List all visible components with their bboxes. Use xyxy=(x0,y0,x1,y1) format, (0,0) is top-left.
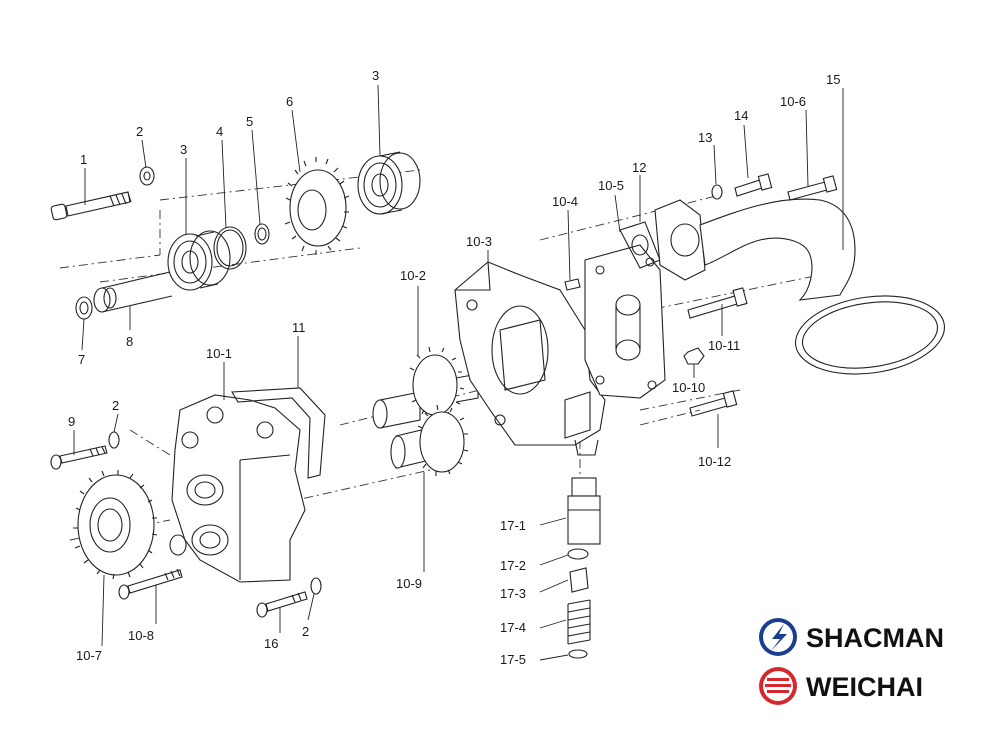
part-11-gasket xyxy=(231,387,326,479)
callout-6: 6 xyxy=(286,94,293,109)
shacman-logo-icon xyxy=(759,618,797,656)
part-17-4-spring xyxy=(567,599,591,645)
part-14-bolt xyxy=(734,173,773,197)
callout-5: 5 xyxy=(246,114,253,129)
callout-12: 12 xyxy=(632,160,646,175)
callout-10-3: 10-3 xyxy=(466,234,492,249)
part-13-washer xyxy=(711,184,723,200)
part-10-2-drive-gear xyxy=(372,346,479,429)
part-2-washer xyxy=(139,166,155,186)
part-15-suction-pipe xyxy=(654,198,946,375)
callout-2: 2 xyxy=(136,124,143,139)
part-5-ring xyxy=(254,223,270,245)
callout-10-10: 10-10 xyxy=(672,380,705,395)
callout-9: 9 xyxy=(68,414,75,429)
callout-10-2: 10-2 xyxy=(400,268,426,283)
leader-lines xyxy=(73,84,844,661)
callout-labels: 1 2 3 3 4 5 6 7 8 9 2 2 10-1 11 10-2 10-… xyxy=(68,68,840,667)
shacman-name: SHACMAN xyxy=(806,623,944,653)
shacman-brand: SHACMAN xyxy=(759,618,944,656)
callout-4: 4 xyxy=(216,124,223,139)
callout-2: 2 xyxy=(302,624,309,639)
part-10-5-plate xyxy=(584,244,666,399)
part-6-gear xyxy=(284,157,350,255)
part-8-shaft xyxy=(93,271,173,313)
part-7-washer xyxy=(75,296,93,320)
part-10-4-pin xyxy=(564,278,581,291)
part-10-3-pump-body xyxy=(454,261,606,456)
part-16-bolt xyxy=(256,591,308,618)
part-17-3-plunger xyxy=(569,567,589,593)
part-10-10-nut xyxy=(683,347,705,365)
part-10-1-front-cover xyxy=(169,394,306,583)
part-10-11-bolt xyxy=(687,287,748,319)
part-10-7-gear xyxy=(73,470,158,580)
part-1-bolt xyxy=(50,191,132,221)
part-10-8-bolt xyxy=(118,568,183,600)
part-4-circlip xyxy=(213,226,247,270)
weichai-brand: WEICHAI xyxy=(759,667,923,705)
callout-10-11: 10-11 xyxy=(708,338,740,353)
callout-10-4: 10-4 xyxy=(552,194,578,209)
callout-7: 7 xyxy=(78,352,85,367)
callout-2: 2 xyxy=(112,398,119,413)
part-9-bolt xyxy=(50,445,108,470)
part-10-12-bolt xyxy=(689,390,738,417)
callout-17-2: 17-2 xyxy=(500,558,526,573)
weichai-name: WEICHAI xyxy=(806,672,923,702)
callout-17-5: 17-5 xyxy=(500,652,526,667)
part-17-2-ring xyxy=(567,548,589,560)
callout-10-8: 10-8 xyxy=(128,628,154,643)
callout-17-3: 17-3 xyxy=(500,586,526,601)
weichai-logo-icon xyxy=(759,667,797,705)
callout-14: 14 xyxy=(734,108,748,123)
callout-10-9: 10-9 xyxy=(396,576,422,591)
callout-10-5: 10-5 xyxy=(598,178,624,193)
callout-17-1: 17-1 xyxy=(500,518,526,533)
callout-10-6: 10-6 xyxy=(780,94,806,109)
callout-3: 3 xyxy=(372,68,379,83)
part-17-5-washer xyxy=(568,649,588,659)
callout-13: 13 xyxy=(698,130,712,145)
part-2-washer-c xyxy=(310,577,322,595)
callout-17-4: 17-4 xyxy=(500,620,526,635)
part-10-9-driven-gear xyxy=(390,404,469,476)
callout-3: 3 xyxy=(180,142,187,157)
callout-15: 15 xyxy=(826,72,840,87)
part-17-1-valve-body xyxy=(567,477,601,545)
callout-10-1: 10-1 xyxy=(206,346,232,361)
callout-16: 16 xyxy=(264,636,278,651)
part-3-bearing-front xyxy=(167,230,231,291)
part-3-bearing-rear xyxy=(357,151,421,215)
part-2-washer-b xyxy=(108,431,120,449)
callout-10-7: 10-7 xyxy=(76,648,102,663)
callout-1: 1 xyxy=(80,152,87,167)
callout-8: 8 xyxy=(126,334,133,349)
part-10-6-bolt xyxy=(787,175,838,201)
callout-11: 11 xyxy=(292,320,306,335)
callout-10-12: 10-12 xyxy=(698,454,731,469)
